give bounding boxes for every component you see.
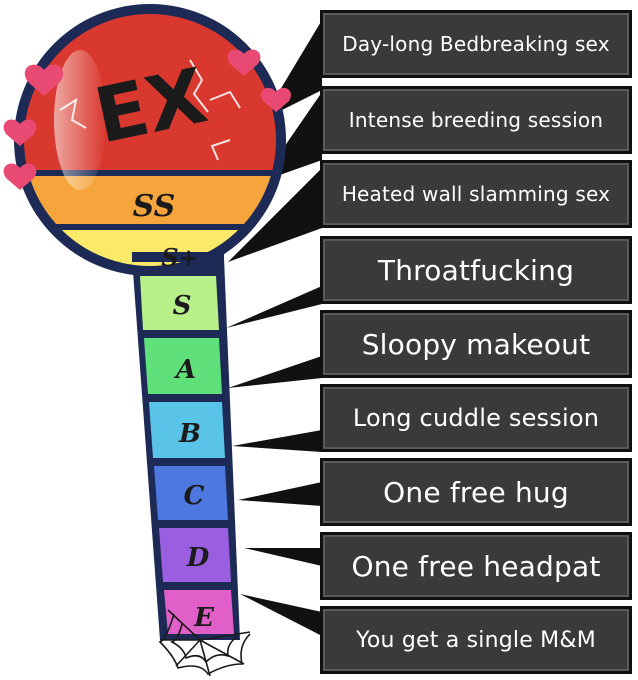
tier-label: Intense breeding session	[348, 108, 604, 132]
segment-ss	[22, 176, 278, 224]
pointer-e	[240, 594, 322, 636]
grade-label-d: D	[186, 543, 210, 573]
tier-box-ex: Day-long Bedbreaking sex	[320, 10, 632, 78]
segment-d	[159, 528, 231, 582]
pointer-s	[226, 286, 322, 328]
tier-box-a: Sloopy makeout	[320, 310, 632, 378]
tier-box-s: Throatfucking	[320, 236, 632, 304]
pointer-splus	[228, 168, 322, 262]
tier-label: Long cuddle session	[352, 404, 600, 432]
heart-icon	[260, 87, 292, 112]
hearts-decoration	[3, 49, 292, 190]
segment-c	[154, 466, 228, 520]
tier-box-splus: Heated wall slamming sex	[320, 160, 632, 228]
tier-label: One free headpat	[351, 549, 601, 583]
heart-icon	[24, 64, 64, 96]
tier-label: Throatfucking	[377, 253, 575, 287]
tier-box-e: You get a single M&M	[320, 606, 632, 674]
tier-box-ss: Intense breeding session	[320, 86, 632, 154]
grade-label-e: E	[193, 603, 215, 633]
grade-label-a: A	[173, 355, 196, 385]
heart-icon	[3, 163, 37, 190]
grade-label-c: C	[184, 481, 205, 511]
meter-tube	[132, 258, 240, 640]
segment-b	[149, 402, 225, 458]
pointer-c	[238, 482, 322, 506]
tier-box-b: Long cuddle session	[320, 384, 632, 452]
meter-bulb	[14, 4, 286, 276]
tier-label: Heated wall slamming sex	[341, 182, 611, 206]
tier-label: Sloopy makeout	[361, 327, 591, 361]
crack-marks	[59, 59, 241, 161]
tier-label: Day-long Bedbreaking sex	[342, 32, 610, 56]
tier-box-d: One free headpat	[320, 532, 632, 600]
grade-label-ss: SS	[133, 189, 176, 224]
tier-label: You get a single M&M	[356, 627, 596, 653]
pointer-b	[232, 430, 322, 452]
grade-label-s: S	[173, 291, 192, 321]
pointer-a	[228, 356, 322, 388]
spiderweb-icon	[158, 609, 251, 677]
grade-label-b: B	[178, 419, 201, 449]
grade-label-splus: S+	[161, 243, 198, 272]
segment-s	[140, 276, 219, 330]
segment-a	[144, 338, 222, 394]
heart-icon	[227, 49, 261, 76]
heart-icon	[3, 119, 37, 146]
tier-label: One free hug	[383, 475, 569, 509]
tier-box-c: One free hug	[320, 458, 632, 526]
pointer-d	[244, 548, 322, 566]
